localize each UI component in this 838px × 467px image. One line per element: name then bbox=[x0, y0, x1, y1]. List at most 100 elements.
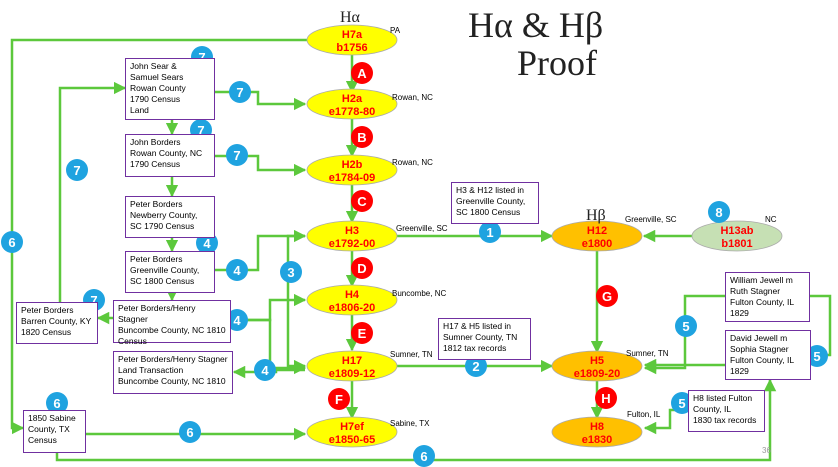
node-h8-date: e1830 bbox=[582, 434, 613, 446]
node-h3-place: Greenville, SC bbox=[396, 224, 448, 233]
node-h17-ellipse bbox=[306, 350, 398, 382]
evidence-number-label: 5 bbox=[813, 349, 820, 364]
node-h5-ellipse bbox=[551, 350, 643, 382]
step-letter-g-label: G bbox=[602, 289, 612, 304]
step-letter-h-circle bbox=[595, 387, 617, 409]
connector-sabine-sophia bbox=[55, 378, 777, 462]
node-h7ef-label: H7ef bbox=[340, 421, 364, 433]
evidence-number-label: 4 bbox=[203, 236, 211, 251]
evidence-box-h17-h5-note: H17 & H5 listed in Sumner County, TN 181… bbox=[438, 318, 531, 360]
diagram-title-line2: Proof bbox=[517, 43, 597, 83]
evidence-number-badge: 5 bbox=[806, 345, 828, 367]
node-h17-place: Sumner, TN bbox=[390, 350, 433, 359]
evidence-number-circle bbox=[46, 392, 68, 414]
evidence-number-badge: 6 bbox=[179, 421, 201, 443]
connector-buncombe-h17 bbox=[231, 318, 307, 375]
step-letter-g-circle bbox=[596, 285, 618, 307]
node-h2a-label: H2a bbox=[342, 93, 363, 105]
evidence-number-circle bbox=[226, 259, 248, 281]
step-letter-d-label: D bbox=[357, 261, 366, 276]
evidence-number-label: 5 bbox=[678, 396, 685, 411]
node-h12-ellipse bbox=[551, 220, 643, 252]
evidence-number-badge: 3 bbox=[280, 261, 302, 283]
evidence-number-badge: 8 bbox=[708, 201, 730, 223]
evidence-number-label: 3 bbox=[287, 265, 294, 280]
evidence-number-circle bbox=[179, 421, 201, 443]
node-h3-ellipse bbox=[306, 220, 398, 252]
evidence-number-badge: 4 bbox=[226, 259, 248, 281]
node-h13ab-ellipse bbox=[691, 220, 783, 252]
evidence-number-label: 7 bbox=[90, 293, 97, 308]
evidence-box-barren: Peter Borders Barren County, KY 1820 Cen… bbox=[16, 302, 98, 344]
step-letter-e-label: E bbox=[358, 326, 367, 341]
evidence-number-label: 7 bbox=[198, 50, 205, 65]
evidence-number-label: 7 bbox=[233, 148, 240, 163]
node-h2b-date: e1784-09 bbox=[329, 172, 376, 184]
evidence-number-label: 7 bbox=[73, 163, 80, 178]
step-letter-d-circle bbox=[351, 257, 373, 279]
step-letter-f-circle bbox=[328, 388, 350, 410]
evidence-number-badge: 7 bbox=[226, 144, 248, 166]
step-letter-b-label: B bbox=[357, 130, 366, 145]
evidence-number-label: 4 bbox=[233, 263, 241, 278]
evidence-number-badge: 1 bbox=[479, 221, 501, 243]
column-label-alpha: Hα bbox=[340, 9, 361, 26]
evidence-number-circle bbox=[280, 261, 302, 283]
evidence-number-badge: 5 bbox=[675, 315, 697, 337]
node-h5-label: H5 bbox=[590, 355, 604, 367]
node-h12-label: H12 bbox=[587, 225, 607, 237]
evidence-number-circle bbox=[479, 221, 501, 243]
page-number: 36 bbox=[762, 446, 771, 455]
evidence-number-label: 4 bbox=[233, 313, 241, 328]
connector-barren-sears bbox=[58, 81, 127, 302]
evidence-number-circle bbox=[66, 159, 88, 181]
connector-h3-h17 bbox=[286, 234, 307, 373]
node-h2b-place: Rowan, NC bbox=[392, 158, 433, 167]
step-letter-c-circle bbox=[351, 190, 373, 212]
step-letter-e-circle bbox=[351, 322, 373, 344]
evidence-box-buncombe-census: Peter Borders/Henry Stagner Buncombe Cou… bbox=[113, 300, 231, 346]
node-h7a-place: PA bbox=[390, 26, 401, 35]
diagram-title-line1: Hα & Hβ bbox=[468, 5, 604, 45]
evidence-number-label: 8 bbox=[715, 205, 722, 220]
step-letter-g: G bbox=[596, 285, 618, 307]
node-h17-date: e1809-12 bbox=[329, 368, 376, 380]
evidence-box-sears: John Sear & Samuel Sears Rowan County 17… bbox=[125, 58, 215, 120]
node-h17-label: H17 bbox=[342, 355, 362, 367]
node-h7ef-date: e1850-65 bbox=[329, 434, 376, 446]
evidence-number-circle bbox=[226, 309, 248, 331]
step-letter-b: B bbox=[351, 126, 373, 148]
evidence-number-label: 7 bbox=[236, 85, 243, 100]
connector-sears-h2a bbox=[215, 90, 307, 111]
evidence-number-label: 6 bbox=[8, 235, 15, 250]
step-letter-h: H bbox=[595, 387, 617, 409]
evidence-number-badge: 5 bbox=[671, 392, 693, 414]
step-letter-d: D bbox=[351, 257, 373, 279]
evidence-number-circle bbox=[465, 355, 487, 377]
node-h4-date: e1806-20 bbox=[329, 302, 376, 314]
evidence-number-badge: 2 bbox=[465, 355, 487, 377]
node-h7ef-place: Sabine, TX bbox=[390, 419, 430, 428]
evidence-box-sabine-census: 1850 Sabine County, TX Census bbox=[23, 410, 86, 453]
node-h8-place: Fulton, IL bbox=[627, 410, 661, 419]
evidence-number-circle bbox=[229, 81, 251, 103]
evidence-number-badge: 7 bbox=[66, 159, 88, 181]
evidence-number-label: 6 bbox=[186, 425, 193, 440]
evidence-number-label: 1 bbox=[486, 225, 493, 240]
node-h2b-ellipse bbox=[306, 154, 398, 186]
evidence-number-circle bbox=[413, 445, 435, 467]
step-letter-c: C bbox=[351, 190, 373, 212]
evidence-number-badge: 6 bbox=[1, 231, 23, 253]
node-h7a-ellipse bbox=[306, 24, 398, 56]
evidence-number-circle bbox=[254, 359, 276, 381]
evidence-number-badge: 6 bbox=[413, 445, 435, 467]
